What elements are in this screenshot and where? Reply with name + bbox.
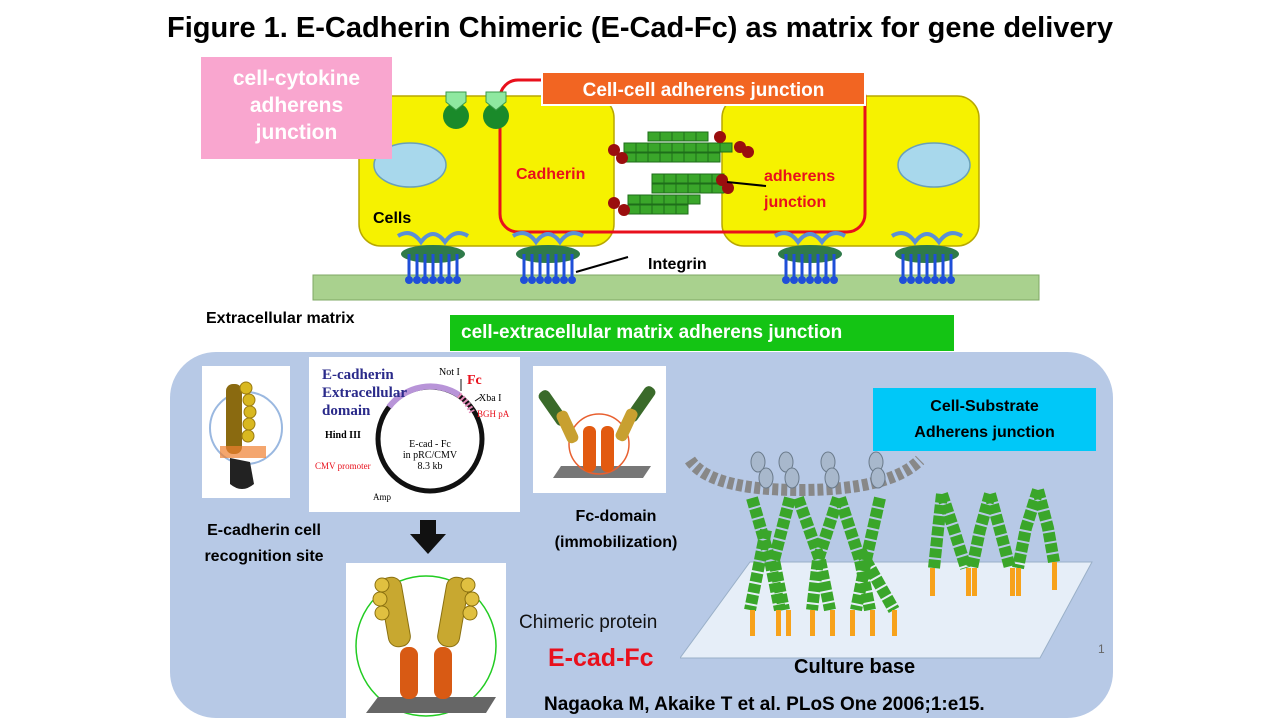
cell-substrate-line-1: Cell-Substrate xyxy=(930,398,1039,415)
chimeric-protein-illustration xyxy=(355,575,497,717)
cadherin-anchors xyxy=(608,131,754,216)
plasmid-xba1: Xba I xyxy=(479,393,502,404)
plasmid-center-line-2: in pRC/CMV xyxy=(402,450,458,461)
cell-substrate-line-2: Adherens junction xyxy=(914,424,1055,441)
culture-base-diagram xyxy=(680,451,1093,659)
left-nucleus xyxy=(373,142,447,188)
fc-domain-line-2: (immobilization) xyxy=(554,534,678,551)
fc-domain-line-1: Fc-domain xyxy=(575,508,657,525)
membrane-arc xyxy=(685,455,925,497)
plasmid-fc: Fc xyxy=(467,373,482,388)
adherens-line-2: junction xyxy=(764,194,827,211)
cell-cytokine-label: cell-cytokine adherens junction xyxy=(201,57,392,159)
plasmid-not1: Not I xyxy=(439,367,460,378)
culture-base-label: Culture base xyxy=(794,656,916,678)
cell-cytokine-line-2: adherens xyxy=(249,94,344,117)
plasmid-center-label: E-cad - Fc in pRC/CMV 8.3 kb xyxy=(399,439,461,472)
plasmid-domain-line-1: E-cadherin xyxy=(322,367,394,383)
citation: Nagaoka M, Akaike T et al. PLoS One 2006… xyxy=(544,694,985,715)
down-arrow-icon xyxy=(410,520,446,554)
plasmid-amp: Amp xyxy=(373,492,391,502)
ecad-site-line-2: recognition site xyxy=(204,548,324,565)
fc-domain-illustration xyxy=(538,386,656,478)
plasmid-circle xyxy=(375,379,485,494)
culture-base-plane xyxy=(680,561,1093,659)
cell-cytokine-line-3: junction xyxy=(255,121,338,144)
integrin-cluster-2 xyxy=(511,231,585,284)
cytokine-receptor-2 xyxy=(483,91,509,129)
plasmid-domain-label: E-cadherin Extracellular domain xyxy=(322,366,407,420)
figure-title: Figure 1. E-Cadherin Chimeric (E-Cad-Fc)… xyxy=(167,12,1113,44)
chimeric-protein-image xyxy=(346,563,506,720)
integrin-label: Integrin xyxy=(648,256,707,273)
cells-label: Cells xyxy=(373,210,412,227)
plasmid-domain-line-3: domain xyxy=(322,403,371,419)
plasmid-map: E-cadherin Extracellular domain Not I Fc… xyxy=(309,357,520,512)
plasmid-hind3: Hind III xyxy=(325,430,361,441)
adherens-pointer-line xyxy=(726,181,767,187)
cadherin-chains xyxy=(623,131,733,215)
cadherin-label: Cadherin xyxy=(516,166,586,183)
plasmid-center-line-3: 8.3 kb xyxy=(417,461,443,472)
cytokine-receptor-1 xyxy=(443,91,469,129)
integrin-pointer-line xyxy=(575,256,629,273)
ecad-fc-label: E-cad-Fc xyxy=(548,644,654,672)
cadherin-zigzag-sparse xyxy=(928,488,1060,570)
plasmid-cmv: CMV promoter xyxy=(315,461,371,471)
membrane-proteins xyxy=(750,451,886,489)
cell-adhesion-diagram xyxy=(312,78,1040,301)
culture-anchors xyxy=(750,562,1057,636)
cell-cytokine-line-1: cell-cytokine xyxy=(232,67,361,90)
plasmid-bgh: BGH pA xyxy=(477,409,510,419)
plasmid-domain-line-2: Extracellular xyxy=(322,385,407,401)
fc-domain-label: Fc-domain (immobilization) xyxy=(546,504,686,556)
integrin-cluster-3 xyxy=(773,231,847,284)
right-nucleus xyxy=(897,142,971,188)
ecadherin-site-label: E-cadherin cell recognition site xyxy=(196,518,332,570)
ecadherin-molecule-illustration xyxy=(209,381,283,489)
ecad-site-line-1: E-cadherin cell xyxy=(207,522,321,539)
adherens-junction-label: adherens junction xyxy=(764,164,835,216)
extracellular-matrix-label: Extracellular matrix xyxy=(206,310,355,327)
cell-ecm-junction-label: cell-extracellular matrix adherens junct… xyxy=(450,315,954,351)
fc-domain-image xyxy=(533,366,666,493)
cadherin-zigzag-dense xyxy=(744,495,900,613)
chimeric-protein-label: Chimeric protein xyxy=(519,612,658,633)
adherens-line-1: adherens xyxy=(764,168,836,185)
ecadherin-recognition-image xyxy=(202,366,290,498)
integrin-cluster-4 xyxy=(890,231,964,284)
cell-cell-junction-label: Cell-cell adherens junction xyxy=(541,71,866,106)
page-number: 1 xyxy=(1098,642,1105,656)
integrin-cluster-1 xyxy=(396,231,470,284)
plasmid-center-line-1: E-cad - Fc xyxy=(409,439,451,450)
cell-substrate-label: Cell-Substrate Adherens junction xyxy=(873,388,1096,451)
integrin-clusters xyxy=(396,231,964,284)
